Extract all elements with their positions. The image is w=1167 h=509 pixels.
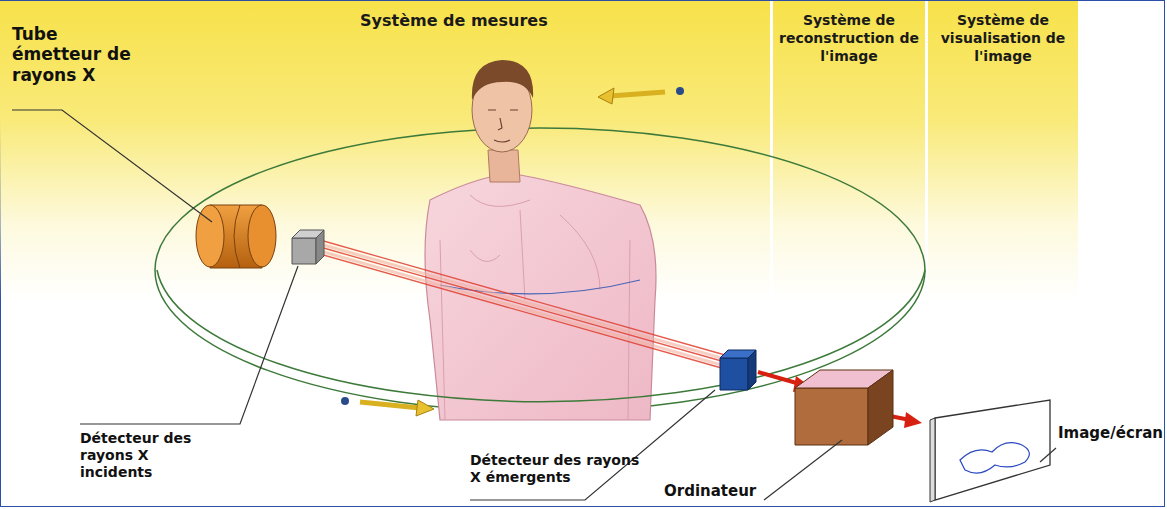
system-band: Système de reconstruction de l'image	[773, 1, 925, 301]
computer-label: Ordinateur	[664, 482, 774, 500]
tube-label: Tube émetteur de rayons X	[12, 24, 137, 85]
band-title: Système de mesures	[360, 11, 770, 32]
band-title: Système de reconstruction de l'image	[779, 11, 919, 66]
detector-label: Détecteur des rayons X incidents	[80, 430, 202, 480]
detector-label: Détecteur des rayons X émergents	[470, 452, 645, 486]
band-title: Système de visualisation de l'image	[934, 11, 1072, 66]
screen-label: Image/écran	[1058, 424, 1163, 442]
system-band: Système de visualisation de l'image	[928, 1, 1078, 301]
